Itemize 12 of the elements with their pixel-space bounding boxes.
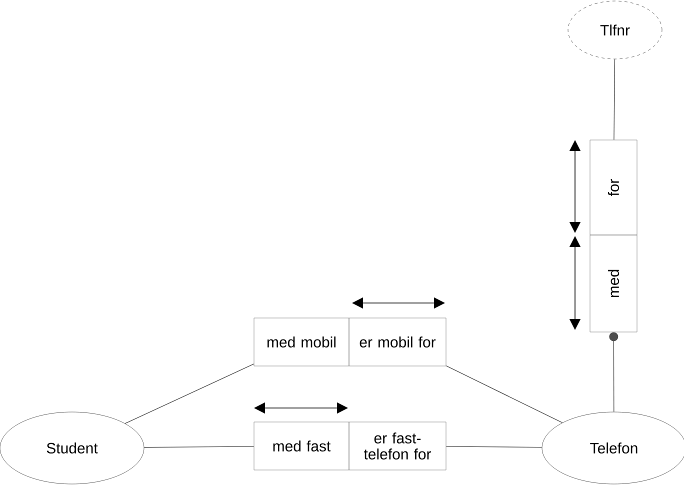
role-box: er fast-telefon for — [348, 422, 446, 470]
role-box: for — [590, 140, 638, 236]
connector-line — [446, 365, 563, 424]
connector-line — [124, 364, 254, 424]
connector-line — [144, 446, 254, 448]
connector-line — [614, 58, 616, 140]
connector-line — [446, 446, 542, 448]
role-box: med mobil — [254, 318, 350, 366]
role-box: er mobil for — [348, 318, 446, 366]
role-box: med fast — [254, 422, 350, 470]
role-box: med — [590, 234, 638, 332]
connector-line — [609, 332, 618, 412]
